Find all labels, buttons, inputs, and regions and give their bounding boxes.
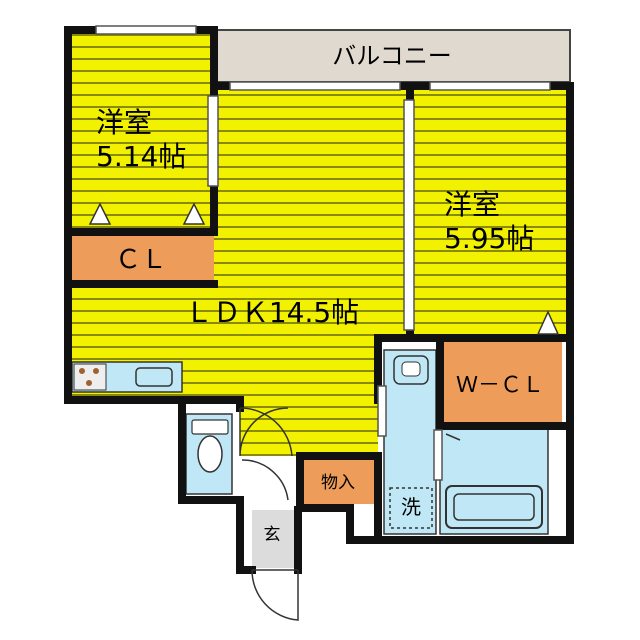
ldk-label: ＬＤＫ14.5帖 — [185, 296, 359, 329]
sink-icon — [135, 367, 173, 387]
balcony-label: バルコニー — [332, 42, 452, 70]
burner-icon — [93, 368, 99, 374]
closet-label: ＣＬ — [115, 245, 167, 275]
burner-icon — [86, 380, 92, 386]
storage — [302, 458, 374, 504]
western-room-2 — [410, 84, 570, 338]
basin-bowl — [401, 361, 421, 377]
closet-markers — [88, 202, 560, 335]
balcony — [213, 29, 571, 83]
stove-panel — [73, 363, 107, 391]
burner-icon — [79, 368, 85, 374]
toilet-icon — [197, 435, 223, 473]
windows — [95, 25, 551, 481]
toilet-tank — [191, 419, 229, 435]
entrance — [252, 510, 296, 568]
walk-in-closet — [440, 340, 562, 424]
walk-in-closet-label: Ｗ－ＣＬ — [456, 373, 544, 398]
western-room-1-size: 5.14帖 — [96, 140, 186, 173]
western-room-2-size: 5.95帖 — [444, 222, 534, 255]
washroom-label: 洗 — [401, 495, 421, 519]
doors — [239, 407, 461, 621]
western-room-1-name: 洋室 — [96, 106, 152, 139]
entrance-label: 玄 — [264, 525, 281, 545]
washing-machine-space — [389, 487, 433, 529]
bathtub-inner — [453, 493, 535, 521]
storage-label: 物入 — [321, 473, 355, 493]
entrance-hall — [242, 456, 298, 508]
western-room-2-name: 洋室 — [444, 188, 500, 221]
closet — [68, 232, 214, 284]
western-room-1 — [68, 30, 214, 234]
